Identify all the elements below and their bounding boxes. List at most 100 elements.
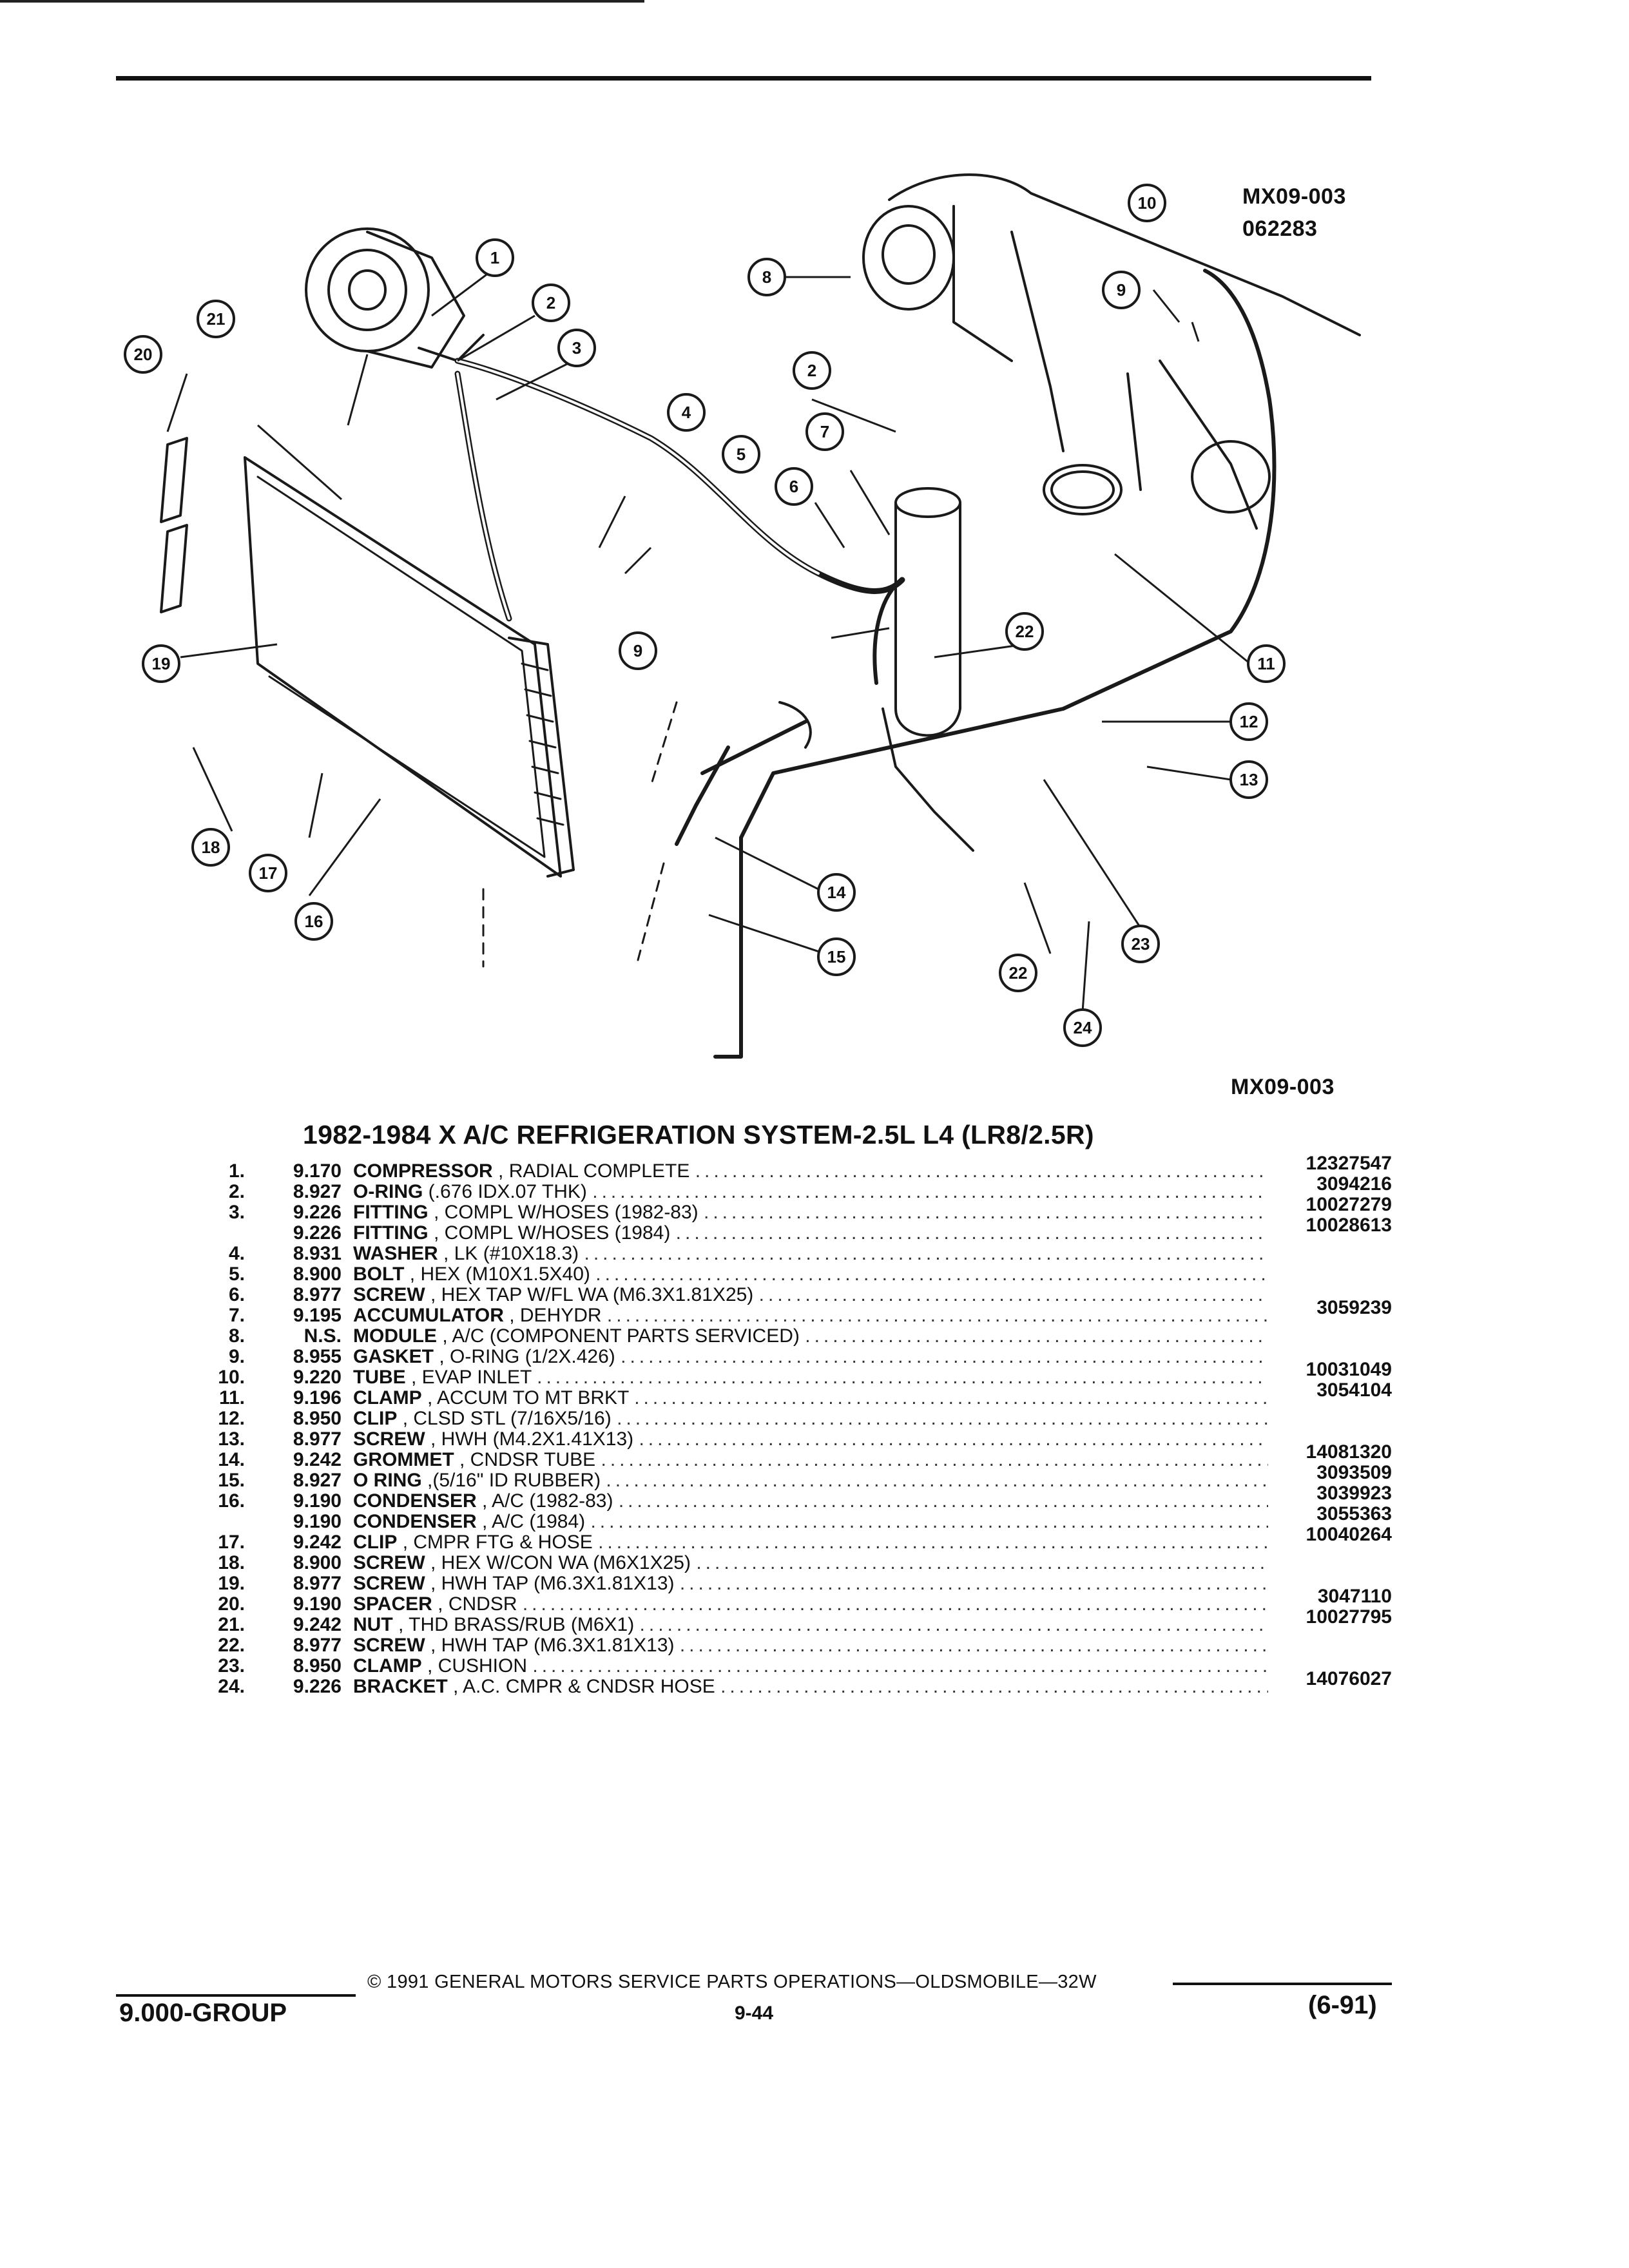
part-description: CONDENSER , A/C (1984) .................…	[353, 1512, 1268, 1532]
part-spec: , RADIAL COMPLETE	[498, 1161, 690, 1182]
callout-1: 1	[490, 248, 499, 267]
leader-dots: ........................................…	[679, 1635, 1268, 1656]
leader-dots: ........................................…	[634, 1388, 1268, 1408]
part-spec: , LK (#10X18.3)	[443, 1244, 579, 1264]
part-spec: , CNDSR	[438, 1594, 517, 1615]
item-number: 16.	[218, 1490, 245, 1512]
leader-dots: ........................................…	[584, 1244, 1268, 1264]
part-name: SCREW	[353, 1553, 425, 1573]
group-code: 8.900	[293, 1552, 342, 1573]
group-code: 9.195	[293, 1305, 342, 1326]
part-name: MODULE	[353, 1326, 437, 1347]
part-name: FITTING	[353, 1223, 429, 1244]
part-spec: , CLSD STL (7/16X5/16)	[402, 1408, 612, 1429]
callout-16: 16	[305, 912, 323, 931]
part-number: 3039923	[1316, 1483, 1392, 1504]
part-spec: , A/C (COMPONENT PARTS SERVICED)	[442, 1326, 800, 1347]
item-number: 8.	[228, 1325, 245, 1347]
callout-7: 7	[820, 422, 829, 441]
part-spec: , CNDSR TUBE	[459, 1450, 596, 1470]
group-code: 9.242	[293, 1532, 342, 1553]
part-description: TUBE , EVAP INLET ......................…	[353, 1367, 1268, 1388]
leader-dots: ........................................…	[704, 1202, 1268, 1223]
item-number: 24.	[218, 1676, 245, 1697]
part-spec: , CMPR FTG & HOSE	[402, 1532, 593, 1553]
part-description: GROMMET , CNDSR TUBE ...................…	[353, 1450, 1268, 1470]
footer-rule-right	[1173, 1983, 1392, 1985]
part-description: SCREW , HEX TAP W/FL WA (M6.3X1.81X25) .…	[353, 1285, 1268, 1305]
callout-22: 22	[1016, 622, 1034, 641]
group-code: 9.226	[293, 1202, 342, 1223]
item-number: 1.	[228, 1160, 245, 1182]
leader-dots: ........................................…	[590, 1512, 1268, 1532]
part-name: SCREW	[353, 1635, 425, 1656]
callout-22-second: 22	[1009, 963, 1028, 983]
part-name: O-RING	[353, 1182, 423, 1202]
part-description: SCREW , HEX W/CON WA (M6X1X25) .........…	[353, 1553, 1268, 1573]
part-name: SCREW	[353, 1285, 425, 1305]
callout-13: 13	[1240, 770, 1258, 789]
item-number: 22.	[218, 1635, 245, 1656]
figure-date-code: 062283	[1242, 216, 1318, 241]
part-description: WASHER , LK (#10X18.3) .................…	[353, 1244, 1268, 1264]
group-code: 9.226	[293, 1676, 342, 1697]
part-name: GROMMET	[353, 1450, 454, 1470]
group-code: 9.190	[293, 1511, 342, 1532]
part-number: 10028613	[1306, 1215, 1392, 1236]
callout-24: 24	[1074, 1018, 1092, 1037]
parts-list: 1. 9.170 COMPRESSOR , RADIAL COMPLETE ....…	[200, 1153, 1411, 1697]
part-name: BRACKET	[353, 1677, 448, 1697]
part-description: SCREW , HWH TAP (M6.3X1.81X13) .........…	[353, 1573, 1268, 1594]
item-number: 12.	[218, 1408, 245, 1429]
part-description: BRACKET , A.C. CMPR & CNDSR HOSE .......…	[353, 1677, 1268, 1697]
item-number: 9.	[228, 1346, 245, 1367]
part-description: O-RING (.676 IDX.07 THK) ...............…	[353, 1182, 1268, 1202]
callout-15: 15	[827, 947, 846, 966]
callout-21: 21	[207, 309, 226, 329]
item-number: 19.	[218, 1573, 245, 1594]
callout-5: 5	[737, 445, 746, 464]
item-number: 21.	[218, 1614, 245, 1635]
callout-8: 8	[762, 267, 771, 287]
leader-dots: ........................................…	[639, 1429, 1268, 1450]
item-number: 15.	[218, 1470, 245, 1491]
copyright-notice: © 1991 GENERAL MOTORS SERVICE PARTS OPER…	[367, 1972, 1097, 1992]
part-spec: , CUSHION	[427, 1656, 528, 1677]
item-number: 13.	[218, 1428, 245, 1450]
parts-row: 8.N.S.MODULE , A/C (COMPONENT PARTS SERV…	[200, 1326, 1411, 1347]
part-number: 10040264	[1306, 1524, 1392, 1545]
parts-row: 24. 9.226 BRACKET , A.C. CMPR & CNDSR HOSE…	[200, 1669, 1411, 1697]
group-code: 8.927	[293, 1470, 342, 1491]
part-number: 3094216	[1316, 1173, 1392, 1195]
exploded-parts-diagram: 1 2 3 4 5 6 7 8 9 10 11 12 13 14 15 16 1…	[124, 173, 1361, 1059]
item-number: 6.	[228, 1284, 245, 1305]
group-code: 9.196	[293, 1387, 342, 1408]
part-spec: (.676 IDX.07 THK)	[428, 1182, 587, 1202]
figure-code: MX09-003	[1242, 184, 1346, 209]
callout-14: 14	[827, 883, 846, 902]
group-code: 9.170	[293, 1160, 342, 1182]
header-rule	[116, 76, 1371, 81]
part-spec: ,(5/16" ID RUBBER)	[427, 1470, 601, 1491]
part-spec: , HEX W/CON WA (M6X1X25)	[430, 1553, 691, 1573]
part-spec: , A.C. CMPR & CNDSR HOSE	[453, 1677, 715, 1697]
part-name: GASKET	[353, 1347, 434, 1367]
item-number: 17.	[218, 1532, 245, 1553]
part-name: TUBE	[353, 1367, 406, 1388]
part-name: COMPRESSOR	[353, 1161, 493, 1182]
top-edge-rule	[0, 0, 644, 3]
part-number: 10027279	[1306, 1194, 1392, 1215]
part-description: SPACER , CNDSR .........................…	[353, 1594, 1268, 1615]
group-code: 9.242	[293, 1614, 342, 1635]
leader-dots: ........................................…	[606, 1305, 1268, 1326]
